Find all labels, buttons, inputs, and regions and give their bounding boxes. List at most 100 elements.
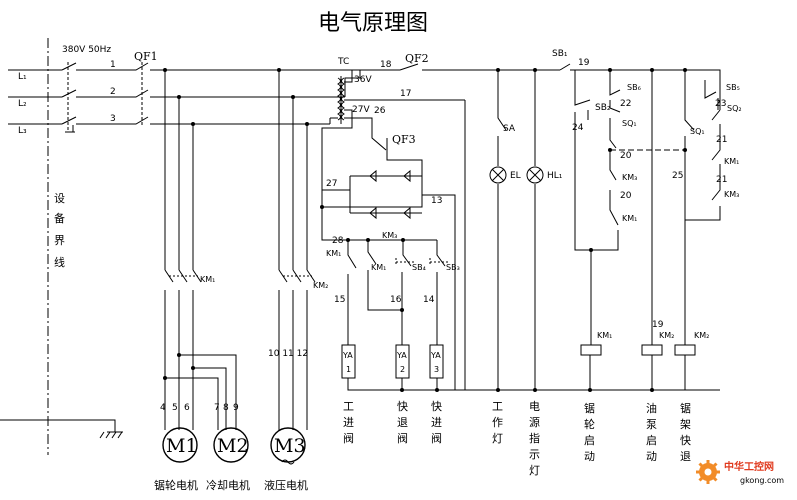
svg-text:5: 5 (172, 403, 178, 413)
svg-text:源: 源 (529, 415, 540, 429)
svg-text:gkong.com: gkong.com (740, 476, 784, 485)
sb2-label: SB₂ (595, 103, 611, 113)
branch-label-power-indicator: 电 源 指 示 灯 (529, 400, 540, 477)
wire-18: 18 (380, 60, 392, 70)
wire-27: 27 (326, 179, 337, 189)
tc-36v: 36V (354, 75, 372, 85)
svg-text:泵: 泵 (646, 418, 657, 431)
svg-text:7: 7 (214, 403, 220, 413)
svg-text:动: 动 (646, 450, 657, 463)
svg-text:YA: YA (342, 351, 353, 360)
svg-text:L₃: L₃ (18, 126, 27, 136)
svg-text:示: 示 (529, 448, 540, 461)
svg-text:1: 1 (110, 60, 116, 70)
svg-text:阀: 阀 (431, 431, 442, 445)
wire-17: 17 (400, 89, 411, 99)
svg-text:3: 3 (110, 114, 116, 124)
junction-dots (163, 68, 687, 392)
svg-text:启: 启 (584, 434, 595, 447)
transformer-tc (321, 69, 465, 207)
wire-15: 15 (334, 295, 345, 305)
branch-label-pump-start: 油 泵 启 动 (646, 401, 657, 463)
km3-interlock: KM₃ (622, 173, 637, 182)
svg-text:动: 动 (584, 450, 595, 463)
supply-label: 380V 50Hz (62, 45, 111, 55)
svg-text:架: 架 (680, 418, 691, 431)
lamp-branches (489, 70, 544, 390)
wire-26: 26 (374, 106, 386, 116)
terminal-numbers: 4 5 6 7 8 9 10 11 12 (160, 349, 308, 413)
svg-text:KM₂: KM₂ (694, 331, 709, 340)
km2-main-label: KM₂ (313, 281, 328, 290)
phase-wire-numbers: 1 2 3 (110, 60, 116, 124)
km1-contact-valve: KM₁ (371, 263, 386, 272)
wire-19: 19 (578, 58, 590, 68)
wire-24: 24 (572, 123, 584, 133)
motor-m3-label: 液压电机 (264, 478, 308, 492)
wire-22: 22 (620, 99, 631, 109)
wire-14: 14 (423, 295, 435, 305)
svg-text:进: 进 (431, 416, 442, 429)
motor-m2-label: 冷却电机 (206, 478, 250, 492)
branch-label-frame-return: 锯 架 快 退 (680, 401, 691, 463)
svg-text:轮: 轮 (584, 417, 595, 431)
el-label: EL (510, 171, 521, 181)
svg-text:10 11 12: 10 11 12 (268, 349, 308, 359)
wire-23: 23 (715, 99, 726, 109)
svg-text:M3: M3 (274, 435, 306, 457)
svg-text:启: 启 (646, 434, 657, 447)
branch-label-fast-return-valve: 快 退 阀 (397, 400, 408, 445)
sb5-label: SB₅ (726, 83, 740, 92)
svg-text:9: 9 (233, 403, 239, 413)
km1-holding: KM₁ (622, 214, 637, 223)
svg-text:线: 线 (54, 255, 65, 269)
hl1-label: HL₁ (547, 171, 563, 181)
svg-text:KM₁: KM₁ (597, 331, 612, 340)
svg-text:灯: 灯 (492, 432, 503, 445)
sq2-label: SQ₂ (727, 104, 742, 113)
km1-main-label: KM₁ (200, 275, 215, 284)
svg-text:进: 进 (343, 416, 354, 429)
wire-19b: 19 (652, 320, 664, 330)
sb1-label: SB₁ (552, 49, 568, 59)
km1-main-contacts (164, 269, 202, 300)
svg-text:中华工控网: 中华工控网 (724, 460, 774, 473)
svg-text:指: 指 (529, 431, 540, 445)
svg-text:工: 工 (343, 400, 354, 413)
boundary-label: 设 备 界 线 (54, 192, 65, 269)
sb3-label: SB₃ (446, 263, 460, 272)
svg-text:KM₂: KM₂ (659, 331, 674, 340)
qf2-label: QF2 (405, 52, 429, 65)
sb4-label: SB₄ (412, 263, 426, 272)
sq1-b-label: SQ₁ (690, 127, 705, 136)
svg-text:锯: 锯 (584, 401, 595, 415)
svg-text:4: 4 (160, 403, 166, 413)
wire-13: 13 (431, 196, 442, 206)
motor-m1: M1 (162, 427, 198, 463)
svg-text:阀: 阀 (397, 431, 408, 445)
svg-text:快: 快 (397, 400, 408, 413)
svg-text:作: 作 (492, 416, 503, 429)
coil-ya2: YA 2 (395, 344, 410, 379)
svg-text:快: 快 (680, 434, 691, 447)
motor-m1-label: 锯轮电机 (154, 478, 198, 492)
svg-text:8: 8 (223, 403, 229, 413)
phase-lines (8, 62, 360, 270)
coil-ya3: YA 3 (429, 344, 444, 379)
svg-text:快: 快 (431, 400, 442, 413)
motor-m2: M2 (213, 427, 249, 463)
svg-text:界: 界 (54, 234, 65, 247)
km1-interlock: KM₁ (724, 157, 739, 166)
qf1-label: QF1 (134, 50, 158, 63)
svg-text:设: 设 (54, 192, 65, 205)
wire-20a: 20 (620, 151, 632, 161)
qf3-label: QF3 (392, 133, 416, 146)
wire-16: 16 (390, 295, 402, 305)
svg-text:油: 油 (646, 401, 657, 415)
svg-text:2: 2 (400, 365, 405, 374)
km2-main-contacts (278, 269, 316, 300)
watermark-logo: 中华工控网 gkong.com (696, 460, 784, 485)
sb6-label: SB₆ (627, 83, 641, 92)
wire-21a: 21 (716, 135, 727, 145)
